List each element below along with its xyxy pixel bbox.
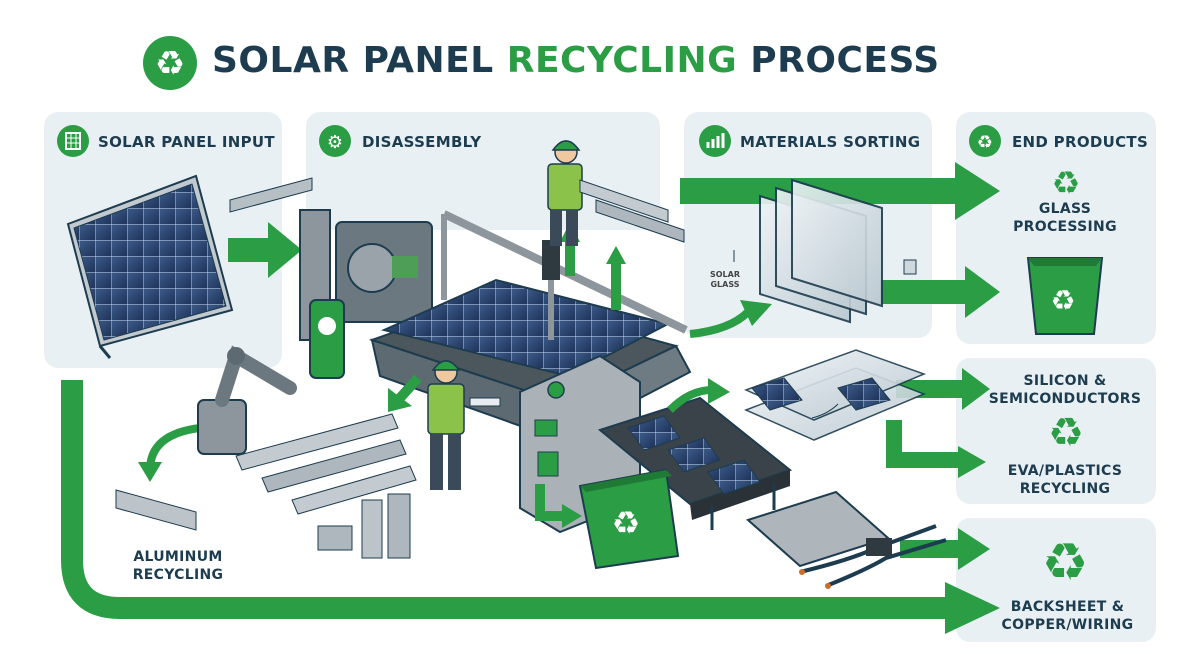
aluminum-label: ALUMINUM RECYCLING (118, 548, 238, 584)
title-part2: RECYCLING (506, 40, 738, 81)
svg-text:♻: ♻ (1042, 533, 1089, 590)
section-title-sorting: MATERIALS SORTING (740, 133, 921, 151)
section-title-input: SOLAR PANEL INPUT (98, 133, 275, 151)
recycle-icon: ♻ (1044, 410, 1088, 458)
silicon-cells (743, 349, 927, 441)
svg-text:♻: ♻ (612, 504, 641, 542)
bottom-flow-arrow (61, 380, 950, 619)
section-title-disassembly: DISASSEMBLY (362, 133, 482, 151)
worker-top (547, 140, 583, 246)
solar-glass-label: SOLAR GLASS (700, 270, 750, 290)
eva-label: EVA/PLASTICS RECYCLING (990, 462, 1140, 498)
backsheet-wiring (746, 490, 947, 589)
recycle-icon: ♻ (606, 502, 646, 546)
svg-text:♻: ♻ (1048, 410, 1084, 454)
page-title: SOLAR PANEL RECYCLING PROCESS (212, 40, 940, 81)
silicon-label-line2: SEMICONDUCTORS (988, 391, 1142, 407)
title-part3: PROCESS (750, 40, 940, 81)
recycle-icon: ♻ (968, 124, 1002, 162)
solar-glass-label-line1: SOLAR (709, 270, 740, 279)
solar-glass-label-line2: GLASS (710, 280, 740, 289)
glass-sheets (733, 178, 917, 324)
eva-label-line1: EVA/PLASTICS (1007, 463, 1123, 479)
robot-arm (197, 345, 297, 455)
solar-panel-illustration (66, 174, 234, 359)
svg-text:⚙: ⚙ (327, 132, 343, 153)
worker-bottom (427, 360, 501, 490)
backsheet-box-bg (956, 518, 1156, 642)
recycle-icon: ♻ (1046, 282, 1080, 320)
recycle-icon: ♻ (1048, 164, 1084, 204)
svg-text:♻: ♻ (155, 44, 185, 84)
aluminum-frames (115, 177, 685, 559)
gear-icon: ⚙ (318, 124, 352, 162)
silicon-box-bg (956, 358, 1156, 504)
silicon-label: SILICON & SEMICONDUCTORS (980, 372, 1150, 408)
aluminum-label-line1: ALUMINUM (133, 549, 223, 565)
glass-processing-line2: PROCESSING (1013, 219, 1117, 235)
backsheet-label: BACKSHEET & COPPER/WIRING (985, 598, 1150, 634)
glass-processing-label: GLASS PROCESSING (1000, 200, 1130, 236)
svg-text:♻: ♻ (1050, 284, 1075, 316)
conveyor-belt (597, 396, 793, 530)
glass-processing-line1: GLASS (1038, 201, 1092, 217)
backsheet-label-line1: BACKSHEET & (1010, 599, 1125, 615)
backsheet-label-line2: COPPER/WIRING (1001, 617, 1134, 633)
recycle-icon: ♻ (1036, 532, 1094, 594)
solar-panel-icon (56, 124, 90, 162)
aluminum-label-line2: RECYCLING (132, 567, 224, 583)
recycling-bin-center (578, 468, 680, 570)
section-title-end: END PRODUCTS (1012, 133, 1149, 151)
silicon-label-line1: SILICON & (1023, 373, 1107, 389)
eva-label-line2: RECYCLING (1019, 481, 1111, 497)
svg-text:♻: ♻ (977, 132, 993, 153)
end-products-section-bg (956, 112, 1156, 344)
chart-icon (698, 124, 732, 162)
svg-text:♻: ♻ (1052, 164, 1081, 200)
title-part1: SOLAR PANEL (212, 40, 494, 81)
title-recycle-icon: ♻ (140, 34, 200, 96)
recycling-bin-right (1026, 257, 1104, 335)
